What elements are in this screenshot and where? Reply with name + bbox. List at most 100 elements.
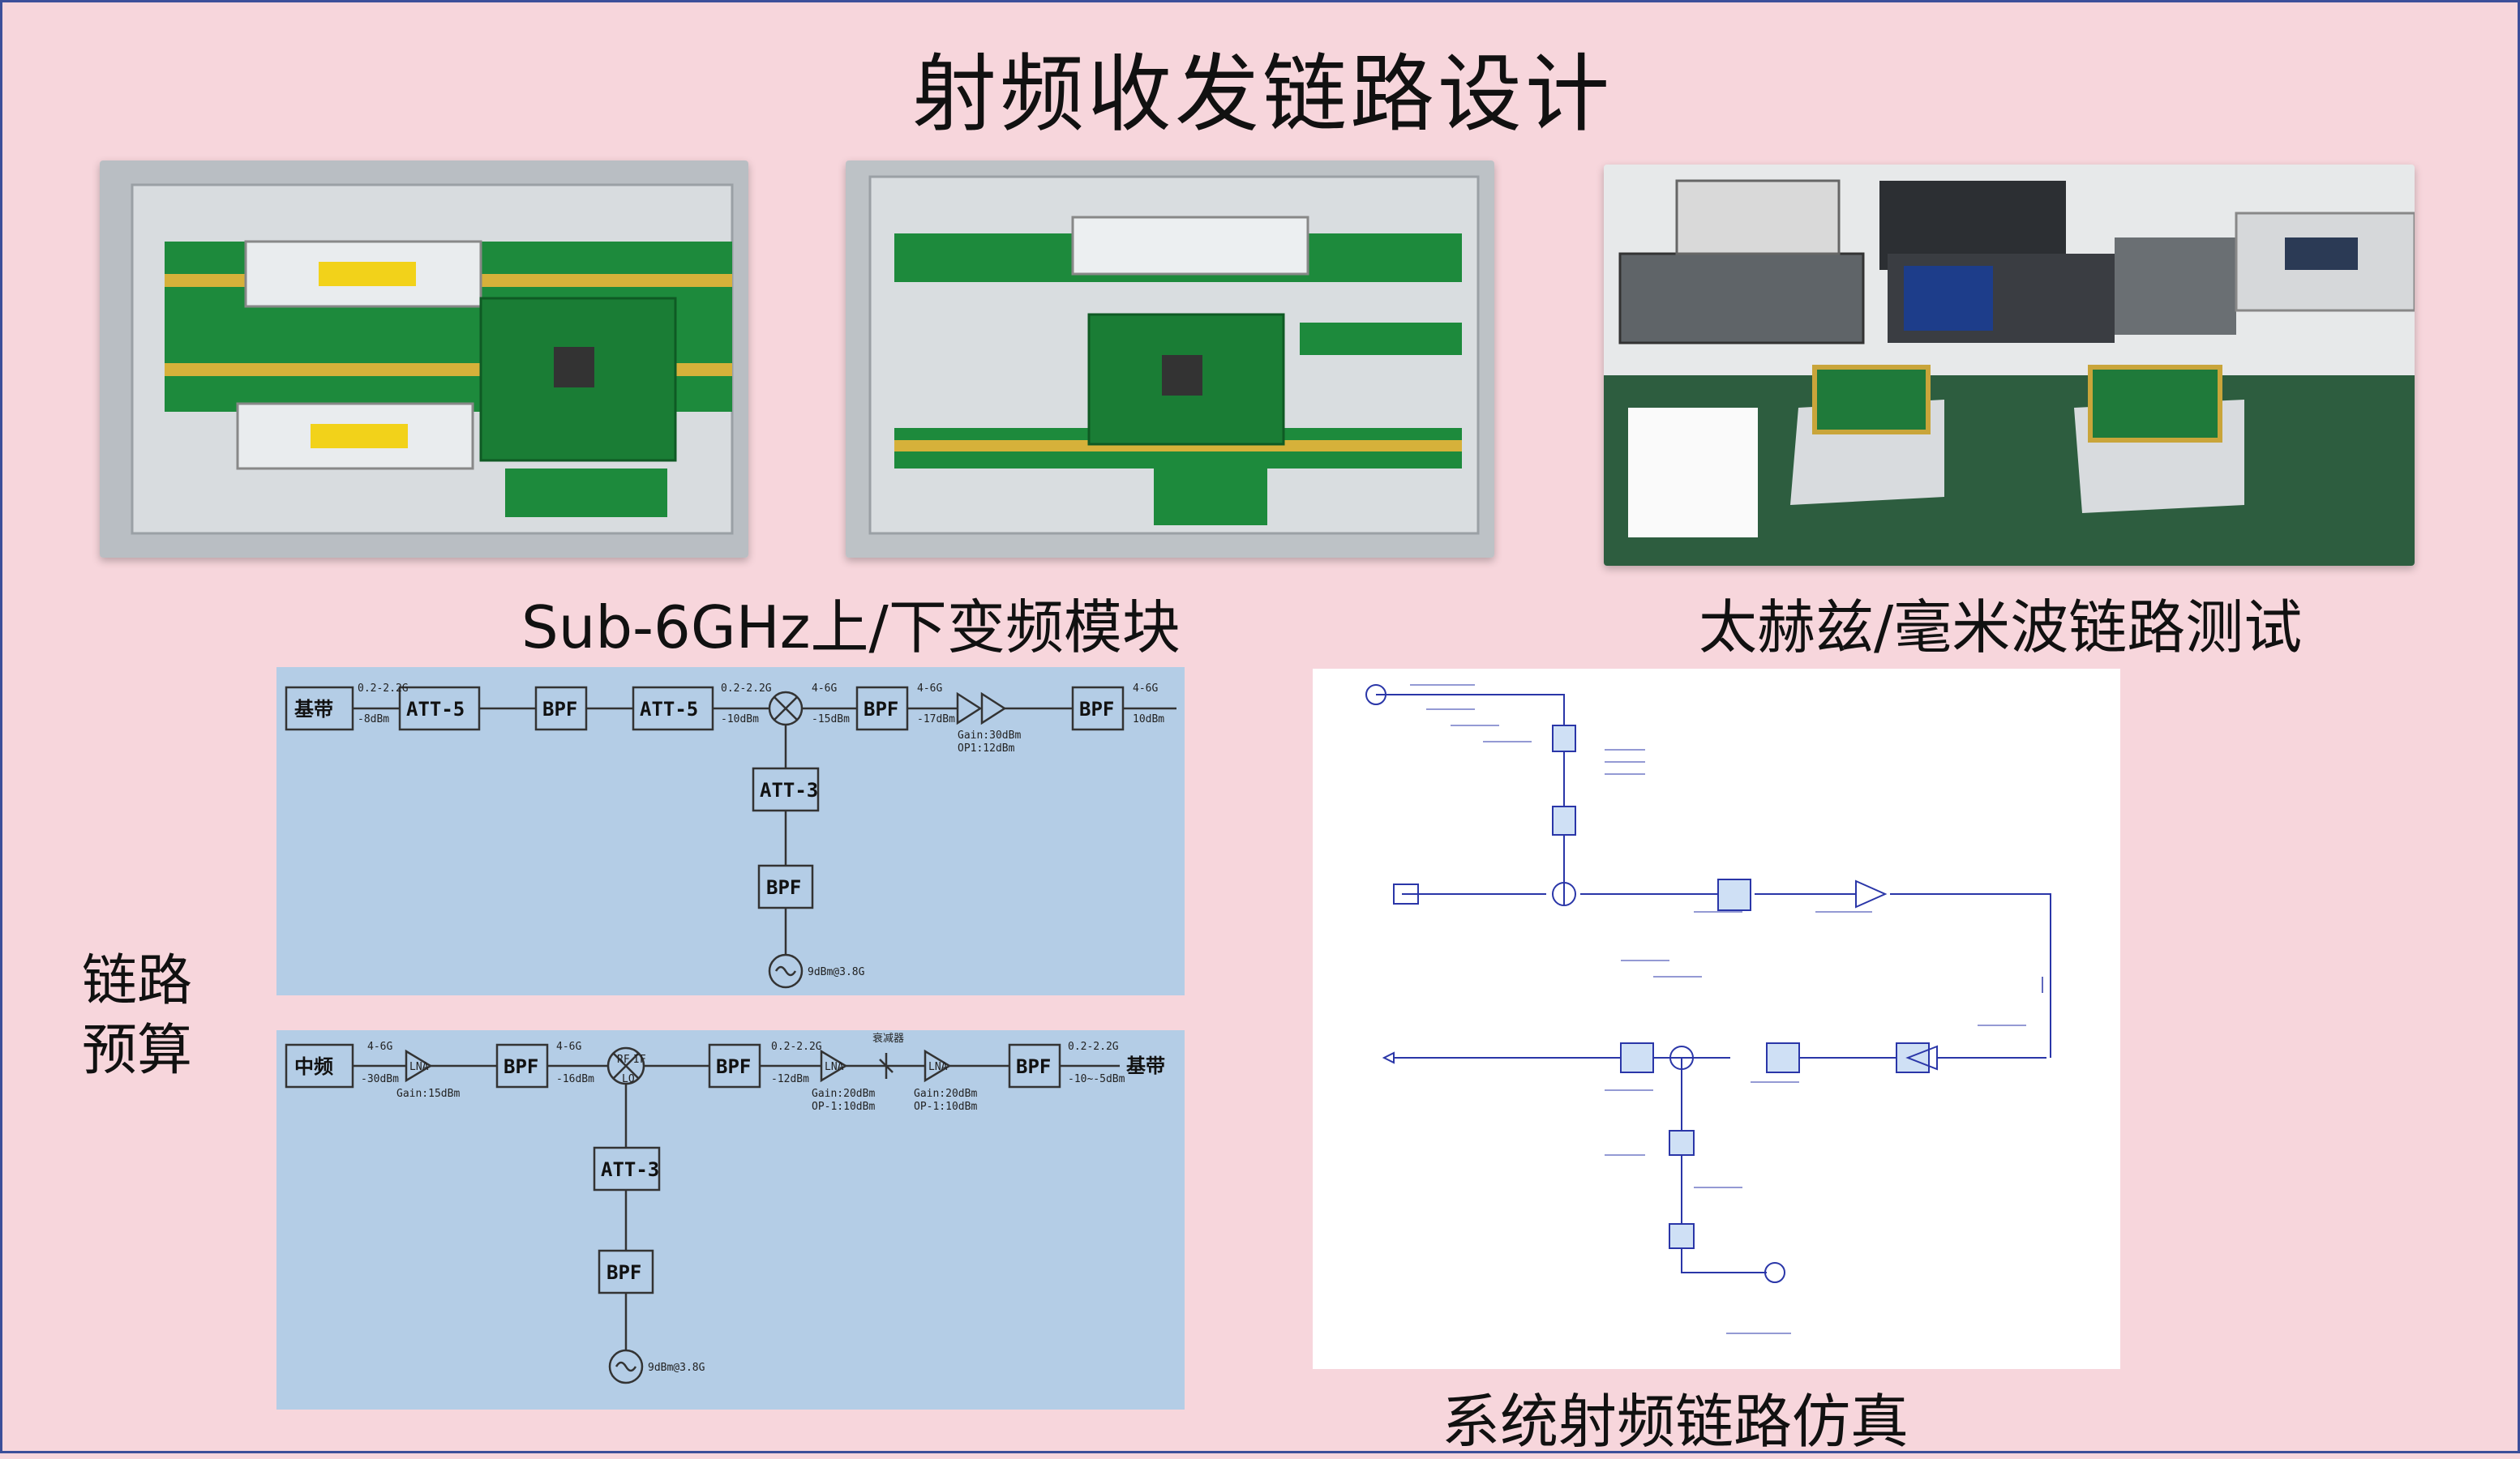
svg-text:Gain:20dBm: Gain:20dBm — [812, 1088, 875, 1100]
svg-text:衰减器: 衰减器 — [872, 1032, 904, 1045]
svg-text:Gain:20dBm: Gain:20dBm — [914, 1088, 977, 1100]
amplifier-symbol — [956, 691, 983, 725]
pcb-photo-image — [846, 160, 1494, 558]
caption-thz-test: 太赫兹/毫米波链路测试 — [1699, 593, 2303, 661]
svg-text:Gain:15dBm: Gain:15dBm — [396, 1088, 460, 1100]
svg-text:9dBm@3.8G: 9dBm@3.8G — [648, 1362, 705, 1374]
svg-text:OP-1:10dBm: OP-1:10dBm — [812, 1101, 875, 1113]
amplifier-symbol — [1905, 1045, 1938, 1071]
lab-photo-image — [1604, 165, 2415, 566]
sim-block — [1717, 879, 1751, 911]
svg-text:BPF: BPF — [606, 1261, 641, 1284]
svg-text:基带: 基带 — [294, 698, 333, 721]
svg-text:BPF: BPF — [1079, 698, 1114, 721]
sim-block — [1552, 806, 1576, 836]
svg-text:BPF: BPF — [716, 1055, 751, 1078]
svg-text:0.2-2.2G: 0.2-2.2G — [358, 682, 409, 695]
svg-text:OP-1:10dBm: OP-1:10dBm — [914, 1101, 977, 1113]
svg-text:4-6G: 4-6G — [367, 1041, 392, 1053]
svg-text:0.2-2.2G: 0.2-2.2G — [1068, 1041, 1119, 1053]
svg-text:-10dBm: -10dBm — [721, 713, 759, 725]
block-att3-rx: ATT-3 — [593, 1146, 661, 1192]
lab-test-photo — [1604, 165, 2415, 566]
caption-system-sim: 系统射频链路仿真 — [1442, 1388, 1909, 1456]
svg-text:RF: RF — [617, 1054, 630, 1066]
block-att5-b: ATT-5 — [632, 686, 714, 731]
lo-source-icon — [768, 953, 804, 989]
signal-source-icon — [1764, 1262, 1785, 1283]
caption-sub6-module: Sub-6GHz上/下变频模块 — [521, 593, 1181, 661]
lo-source-icon — [608, 1349, 644, 1384]
svg-text:中频: 中频 — [294, 1055, 333, 1078]
svg-text:-30dBm: -30dBm — [361, 1073, 399, 1085]
sim-block — [1766, 1042, 1800, 1073]
svg-text:BPF: BPF — [864, 698, 898, 721]
signal-source-icon — [1365, 684, 1386, 705]
amplifier-symbol — [980, 691, 1007, 725]
page-title: 射频收发链路设计 — [911, 45, 1613, 143]
simulation-diagram — [1365, 684, 2051, 1334]
rx-link-budget-panel: 中频 LNA BPF BPF LNA LNA BPF 基带 ATT-3 BPF … — [276, 1030, 1185, 1410]
block-bpf-rx-b: BPF — [708, 1043, 761, 1089]
svg-text:LNA: LNA — [409, 1061, 429, 1073]
block-bpf-a: BPF — [534, 686, 588, 731]
block-att5-a: ATT-5 — [398, 686, 481, 731]
sim-block — [1896, 1042, 1930, 1073]
svg-text:ATT-3: ATT-3 — [601, 1158, 659, 1181]
block-baseband: 基带 — [285, 686, 354, 731]
tx-chain-diagram: 基带 ATT-5 BPF ATT-5 BPF BPF ATT-3 BPF 0.2… — [285, 682, 1176, 989]
svg-text:BPF: BPF — [1016, 1055, 1051, 1078]
module-photo-1 — [100, 160, 748, 558]
block-bpf-b: BPF — [855, 686, 909, 731]
svg-text:OP1:12dBm: OP1:12dBm — [958, 742, 1015, 755]
sim-block — [1620, 1042, 1654, 1073]
block-bpf-rx-a: BPF — [495, 1043, 549, 1089]
svg-text:BPF: BPF — [504, 1055, 538, 1078]
svg-text:LO: LO — [622, 1073, 635, 1085]
svg-text:LNA: LNA — [825, 1061, 844, 1073]
amplifier-symbol — [1855, 879, 1888, 909]
svg-text:ATT-5: ATT-5 — [640, 698, 698, 721]
block-att3: ATT-3 — [752, 767, 820, 812]
attenuator-symbol — [879, 1053, 894, 1079]
block-bpf-c: BPF — [1071, 686, 1125, 731]
sim-block — [1669, 1130, 1695, 1156]
svg-text:LNA: LNA — [928, 1061, 948, 1073]
svg-text:BPF: BPF — [766, 876, 801, 899]
svg-text:4-6G: 4-6G — [812, 682, 837, 695]
svg-text:-10~-5dBm: -10~-5dBm — [1068, 1073, 1125, 1085]
svg-text:Gain:30dBm: Gain:30dBm — [958, 730, 1021, 742]
link-budget-label: 链路 预算 — [82, 949, 193, 1083]
svg-text:-16dBm: -16dBm — [556, 1073, 594, 1085]
svg-text:ATT-5: ATT-5 — [406, 698, 465, 721]
module-photo-2 — [846, 160, 1494, 558]
rx-chain-diagram: 中频 LNA BPF BPF LNA LNA BPF 基带 ATT-3 BPF … — [285, 1032, 1165, 1384]
system-simulation-schematic — [1313, 669, 2120, 1369]
block-bpf-lo: BPF — [757, 864, 814, 909]
svg-text:-12dBm: -12dBm — [771, 1073, 809, 1085]
svg-text:0.2-2.2G: 0.2-2.2G — [771, 1041, 822, 1053]
tx-link-budget-panel: 基带 ATT-5 BPF ATT-5 BPF BPF ATT-3 BPF 0.2… — [276, 667, 1185, 995]
mixer-symbol — [1552, 882, 1576, 906]
svg-text:4-6G: 4-6G — [1133, 682, 1158, 695]
svg-text:IF: IF — [633, 1054, 646, 1066]
svg-text:-15dBm: -15dBm — [812, 713, 850, 725]
svg-text:0.2-2.2G: 0.2-2.2G — [721, 682, 772, 695]
sim-block — [1669, 1223, 1695, 1249]
svg-text:-8dBm: -8dBm — [358, 713, 389, 725]
block-baseband-rx: 基带 — [1126, 1055, 1165, 1077]
svg-text:-17dBm: -17dBm — [917, 713, 955, 725]
svg-text:4-6G: 4-6G — [917, 682, 942, 695]
block-if: 中频 — [285, 1043, 354, 1089]
sim-block — [1552, 725, 1576, 752]
block-bpf-rx-c: BPF — [1008, 1043, 1061, 1089]
svg-text:4-6G: 4-6G — [556, 1041, 581, 1053]
spectrum-monitor-icon — [1393, 884, 1419, 905]
mixer-symbol — [1669, 1046, 1694, 1070]
svg-text:ATT-3: ATT-3 — [760, 779, 818, 802]
svg-text:9dBm@3.8G: 9dBm@3.8G — [808, 966, 865, 978]
output-port-icon — [1382, 1051, 1395, 1064]
pcb-photo-image — [100, 160, 748, 558]
block-bpf-rx-lo: BPF — [598, 1249, 654, 1294]
svg-text:10dBm: 10dBm — [1133, 713, 1164, 725]
